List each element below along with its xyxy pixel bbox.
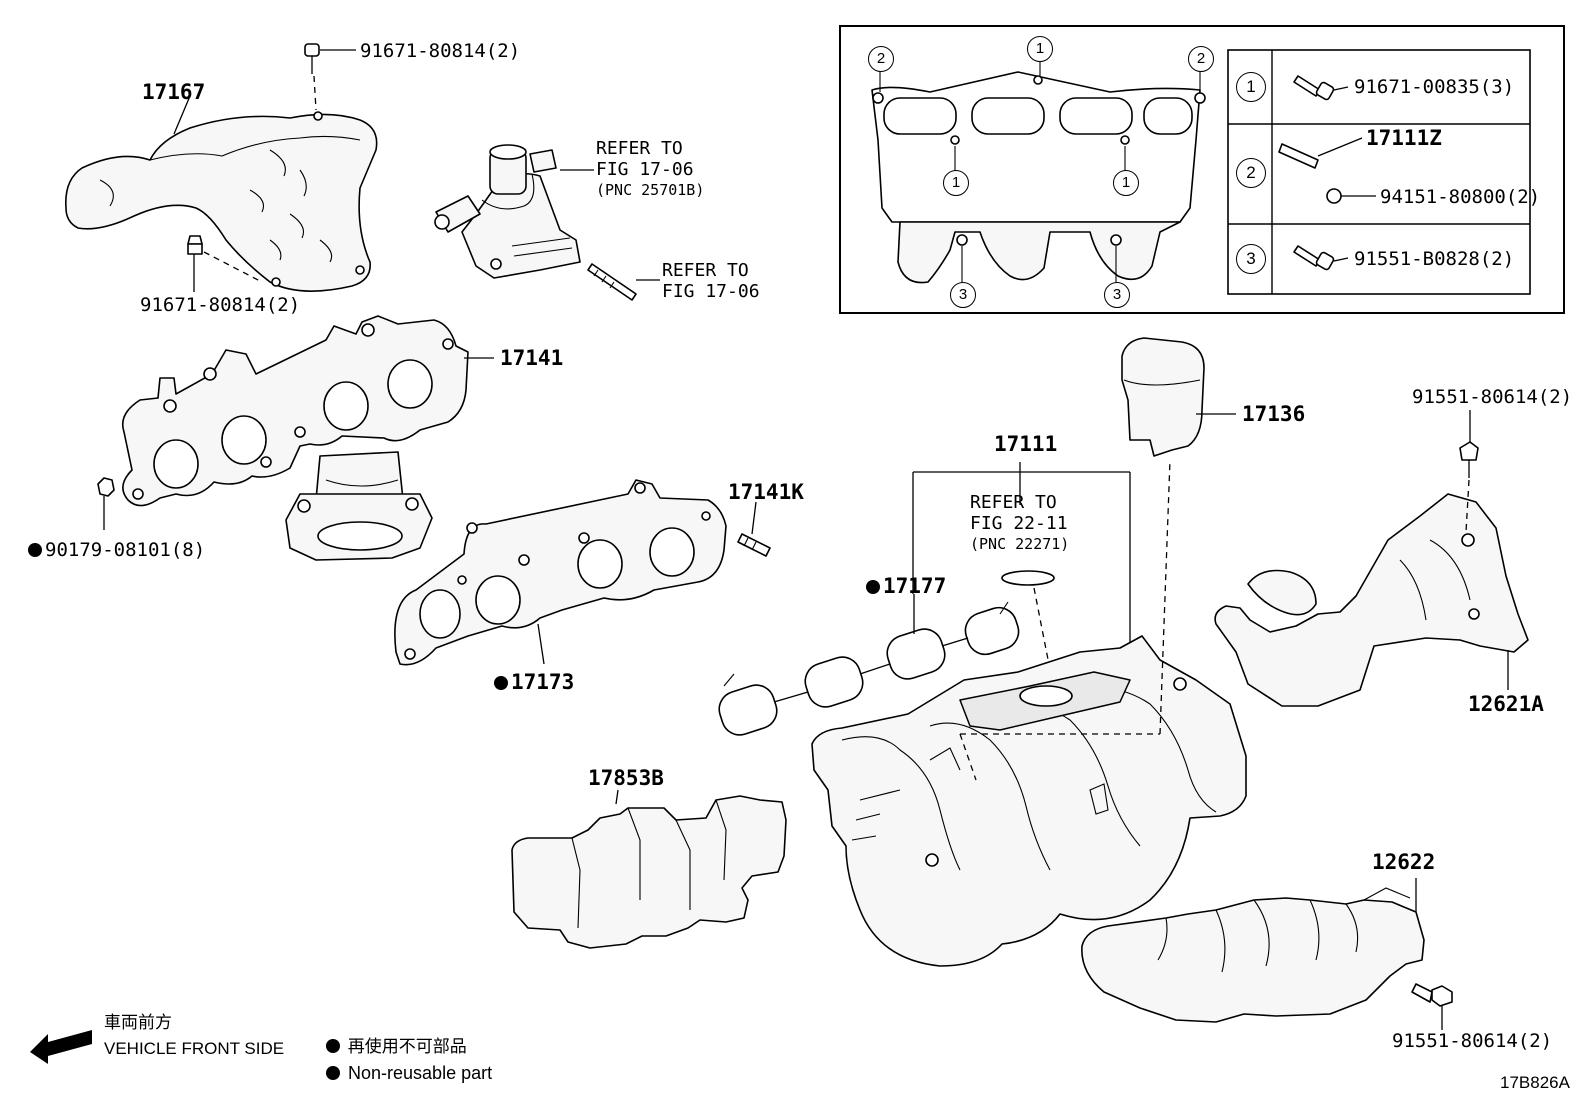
ref-egr-valve: REFER TO FIG 17-06 (PNC 25701B) <box>596 138 705 199</box>
label-17177: 17177 <box>866 576 946 597</box>
label-12621a: 12621A <box>1468 692 1544 716</box>
part-91671-00835: 91671-00835(3) <box>1354 76 1515 98</box>
label-12622: 12622 <box>1372 850 1436 874</box>
part-91551-b0828: 91551-B0828(2) <box>1354 248 1515 270</box>
legend-front-jp: 車両前方 <box>104 1013 172 1032</box>
label-17853b: 17853B <box>588 766 664 790</box>
nonreusable-dot <box>494 676 508 690</box>
label-17141k: 17141K <box>728 480 804 504</box>
nonreusable-dot <box>326 1039 340 1053</box>
marker-1-top: 1 <box>1027 36 1053 62</box>
ref-stud: REFER TO FIG 17-06 <box>662 260 760 302</box>
legend-nonreuse-jp: 再使用不可部品 <box>326 1038 467 1055</box>
gasket-17173-drawing <box>394 479 771 666</box>
inset-table-frame <box>1227 49 1531 295</box>
ref-intake: REFER TO FIG 22-11 (PNC 22271) <box>970 492 1070 553</box>
heat-insulator-17167-drawing <box>65 43 378 292</box>
nonreusable-dot <box>866 580 880 594</box>
insulator-17853b-drawing <box>511 789 787 949</box>
insulator-12622-drawing <box>1081 878 1453 1030</box>
label-bolt-right-top: 91551-80614(2) <box>1412 386 1573 408</box>
label-17141: 17141 <box>500 346 564 370</box>
marker-2-left: 2 <box>868 46 894 72</box>
nonreusable-dot <box>28 543 42 557</box>
marker-2-right: 2 <box>1188 46 1214 72</box>
table-bolt-1 <box>1293 75 1349 101</box>
intake-manifold-17111-drawing <box>811 459 1247 967</box>
table-marker-1: 1 <box>1236 72 1266 102</box>
part-17111z: 17111Z <box>1366 126 1442 150</box>
marker-1-right: 1 <box>1113 170 1139 196</box>
label-bolt-right-bottom: 91551-80614(2) <box>1392 1030 1553 1052</box>
table-bolt-3 <box>1293 245 1349 271</box>
label-bolt-left: 91671-80814(2) <box>140 294 301 316</box>
part-94151-80800: 94151-80800(2) <box>1380 186 1541 208</box>
exhaust-manifold-17141-drawing <box>97 315 494 561</box>
cover-17136-drawing <box>1121 337 1236 457</box>
table-marker-3: 3 <box>1236 244 1266 274</box>
marker-1-left: 1 <box>943 170 969 196</box>
legend-nonreuse-en: Non-reusable part <box>326 1064 492 1082</box>
front-arrow-drawing <box>30 1030 92 1064</box>
label-17167: 17167 <box>142 80 206 104</box>
inset-manifold-drawing <box>871 62 1206 284</box>
inset-frame <box>839 25 1565 314</box>
label-17111: 17111 <box>994 432 1058 456</box>
label-nut: 90179-08101(8) <box>28 541 205 560</box>
diagram-id: 17B826A <box>1500 1073 1570 1092</box>
legend-front-en: VEHICLE FRONT SIDE <box>104 1039 285 1058</box>
marker-3-right: 3 <box>1104 282 1130 308</box>
label-bolt-top: 91671-80814(2) <box>360 40 521 62</box>
insulator-12621a-drawing <box>1214 410 1529 707</box>
nonreusable-dot <box>326 1066 340 1080</box>
egr-valve-drawing <box>434 144 660 301</box>
marker-3-left: 3 <box>950 282 976 308</box>
table-bolt-2 <box>1278 137 1376 204</box>
table-marker-2: 2 <box>1236 158 1266 188</box>
gasket-17177-drawing <box>718 594 1020 736</box>
label-17136: 17136 <box>1242 402 1306 426</box>
label-17173: 17173 <box>494 672 574 693</box>
